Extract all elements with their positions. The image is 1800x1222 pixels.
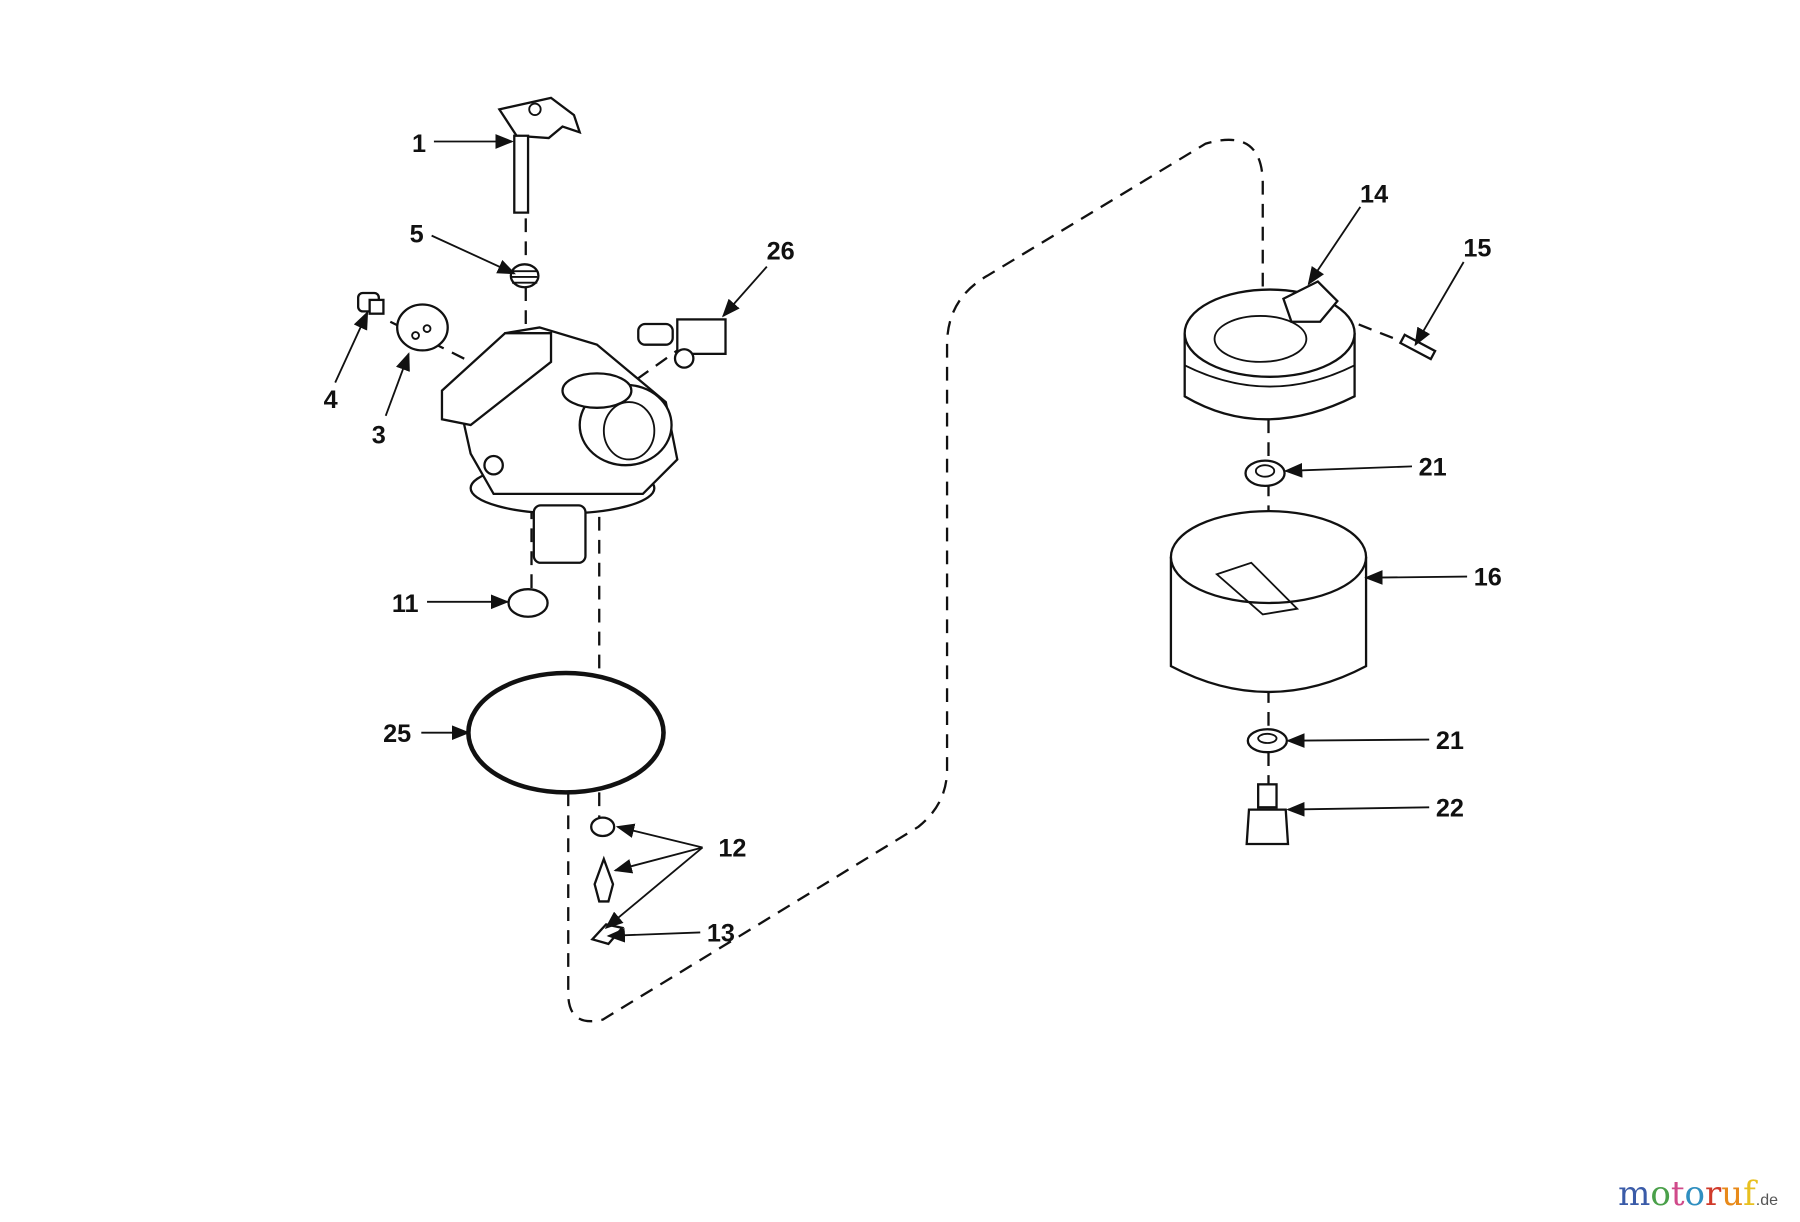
callout-21-bottom: 21 [1436, 727, 1464, 755]
callout-15: 15 [1463, 234, 1491, 262]
part-22-bolt [1245, 783, 1290, 846]
callout-25: 25 [383, 720, 411, 748]
callout-22: 22 [1436, 794, 1464, 822]
callout-13: 13 [707, 920, 735, 948]
callout-5: 5 [410, 221, 424, 249]
callout-4: 4 [324, 386, 338, 414]
callout-16: 16 [1474, 564, 1502, 592]
assembly-dashed-line [567, 138, 1264, 1023]
part-4-screw [357, 291, 385, 315]
part-21-washer-top [1244, 459, 1286, 488]
callout-14: 14 [1360, 180, 1388, 208]
part-12-needle-set [590, 816, 616, 903]
watermark-letter: t [1670, 1174, 1685, 1214]
part-11-plug [507, 588, 549, 618]
part-15-pin [1398, 333, 1437, 361]
watermark-letter: f [1743, 1174, 1756, 1214]
axis-dashed-line [389, 218, 1411, 827]
part-16-bowl [1169, 509, 1368, 693]
callout-26: 26 [767, 238, 795, 266]
callout-3: 3 [372, 421, 386, 449]
callout-12: 12 [718, 835, 746, 863]
callout-1: 1 [412, 130, 426, 158]
callout-21-top: 21 [1419, 454, 1447, 482]
part-21-washer-bottom [1246, 728, 1289, 754]
carburetor-body [440, 326, 679, 564]
callout-11: 11 [392, 590, 419, 618]
watermark-letter: o [1650, 1174, 1671, 1214]
part-26-fitting [637, 318, 727, 369]
watermark-suffix: .de [1755, 1192, 1778, 1209]
watermark-letter: o [1684, 1174, 1705, 1214]
watermark-letter: m [1618, 1174, 1651, 1214]
part-14-float [1183, 280, 1356, 421]
part-25-gasket [466, 670, 666, 795]
part-1-shaft [497, 96, 582, 214]
part-5-spring [509, 263, 540, 289]
watermark-letter: u [1721, 1174, 1744, 1214]
watermark-letter: r [1704, 1174, 1722, 1214]
callout-arrows [334, 134, 1468, 943]
part-3-plate [396, 303, 449, 352]
watermark-logo: motoruf.de [1618, 1174, 1778, 1214]
